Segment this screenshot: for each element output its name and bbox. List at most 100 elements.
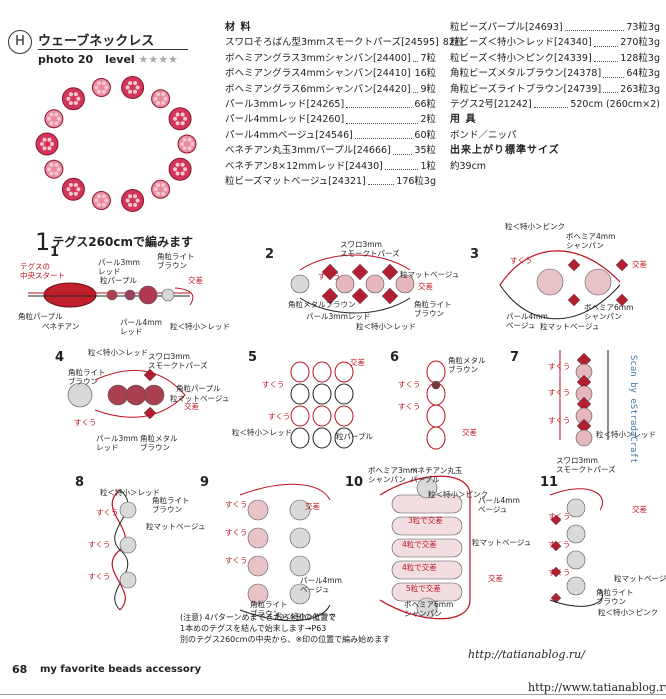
material-qty: 1粒: [420, 160, 436, 172]
swarovski-bead: [381, 263, 399, 281]
necklace-seed-bead: [54, 162, 59, 167]
thread-loop: [426, 360, 446, 384]
label-cross: 交差: [305, 502, 320, 511]
swarovski-bead: [550, 540, 562, 552]
label-scoop: すくう: [74, 418, 97, 427]
necklace-seed-bead: [76, 96, 81, 101]
necklace-seed-bead: [190, 142, 194, 146]
leader-dots: [533, 97, 569, 109]
thread-path: [299, 254, 411, 271]
leader-dots: [593, 51, 619, 63]
thread-path: [499, 284, 621, 320]
pattern-badge: H: [8, 30, 32, 54]
bead: [138, 285, 158, 305]
material-name: パール4mmレッド[24260]: [225, 114, 345, 126]
necklace-bead: [44, 109, 64, 129]
page-title: ウェーブネックレス: [38, 34, 155, 49]
scan-watermark: Scan by eStradaCraft: [628, 355, 638, 464]
necklace-seed-bead: [46, 167, 51, 172]
material-qty: 128粒3g: [620, 52, 660, 64]
label-scoop: すくう: [548, 416, 571, 425]
label-scoop: すくう: [88, 540, 111, 549]
material-row: パール3mmレッド[24265]66粒: [225, 97, 436, 112]
blog-url-bottom[interactable]: http://www.tatianablog.ru/: [528, 681, 666, 694]
label-scoop: すくう: [548, 540, 571, 549]
label-scoop: すくう: [268, 412, 291, 421]
label-kaku-light-brown: 角粒ライト ブラウン: [152, 496, 190, 514]
material-row: パール4mmレッド[24260] 2粒: [225, 112, 436, 127]
bead: [575, 429, 593, 447]
material-qty: 7粒: [420, 52, 436, 64]
swarovski-bead: [321, 287, 339, 305]
necklace-seed-bead: [73, 183, 78, 187]
thread-path: [379, 475, 471, 620]
necklace-seed-bead: [42, 137, 47, 142]
label-bohemian6: ボヘミア6mm シャンパン: [404, 600, 454, 618]
material-qty: 2粒: [420, 114, 436, 126]
step-number: 4: [55, 350, 65, 365]
necklace-seed-bead: [175, 112, 180, 117]
necklace-seed-bead: [180, 162, 185, 167]
necklace-seed-bead: [56, 116, 61, 121]
bead: [161, 288, 175, 302]
bead: [566, 524, 586, 544]
bead: [247, 527, 269, 549]
bead: [566, 576, 586, 596]
material-row: ボヘミアングラス3mmシャンパン[24400] 7粒: [225, 51, 436, 66]
size-text: 約39cm: [450, 160, 487, 172]
bead: [107, 384, 129, 406]
necklace-seed-bead: [49, 121, 54, 126]
label-pearl4-red: パール4mm レッド: [120, 318, 162, 336]
swarovski-bead: [351, 263, 369, 281]
label-cross: 交差: [632, 260, 647, 269]
necklace-bead: [91, 78, 111, 97]
label-swarovski: スワロ3mm スモークトパーズ: [340, 240, 400, 258]
step-number: 6: [390, 350, 400, 365]
swarovski-bead: [143, 368, 157, 382]
material-name: ボヘミアングラス3mmシャンパン[24400]: [225, 52, 411, 64]
photo-level: photo 20 level ★★★★: [38, 53, 178, 66]
leader-dots: [346, 112, 419, 124]
label-tsubu-matte: 粒マットベージュ: [540, 322, 600, 331]
label-tsubu-pink: 粒＜特小＞ピンク: [276, 612, 336, 621]
leader-dots: [564, 20, 625, 32]
necklace-seed-bead: [50, 142, 54, 146]
material-row: ボヘミアングラス4mmシャンパン[24410]16粒: [225, 66, 436, 81]
necklace-seed-bead: [180, 171, 185, 176]
necklace-photo: [28, 68, 206, 218]
photo-ref: photo 20: [38, 53, 94, 66]
material-row: 角粒ビーズライトブラウン[24739]263粒3g: [450, 82, 660, 97]
necklace-seed-bead: [133, 81, 138, 86]
step-number: 11: [540, 475, 559, 490]
blog-url[interactable]: http://tatianablog.ru/: [468, 648, 585, 661]
necklace-seed-bead: [135, 85, 140, 90]
material-name: パール3mmレッド[24265]: [225, 99, 345, 111]
label-swarovski: スワロ3mm スモークトパーズ: [148, 352, 208, 370]
label-cross: 交差: [462, 428, 477, 437]
label-kaku-purple: 角粒パープル: [18, 312, 63, 321]
necklace-seed-bead: [40, 142, 44, 146]
bead: [119, 536, 137, 554]
necklace-seed-bead: [66, 187, 71, 192]
leader-dots: [603, 66, 625, 78]
label-kaku-purple: 角粒パープル: [176, 384, 221, 393]
necklace-seed-bead: [96, 202, 101, 207]
leader-dots: [346, 97, 413, 109]
step-number: 5: [248, 350, 258, 365]
material-row: パール4mmベージュ[24546]60粒: [225, 128, 436, 143]
label-tsubu-pink: 粒＜特小＞ピンク: [505, 222, 565, 231]
tools-text: ボンド／ニッパ: [450, 129, 517, 141]
label-center-start: テグスの 中央スタート: [20, 262, 65, 280]
material-name: ボヘミアングラス4mmシャンパン[24410]: [225, 68, 411, 80]
necklace-seed-bead: [73, 101, 78, 105]
note-line-2: 1本めのテグスを結んで始末します→P63: [180, 624, 327, 633]
label-pearl4-beige: パール4mm ベージュ: [506, 312, 548, 330]
step1-number: 1: [35, 228, 51, 256]
swarovski-bead: [321, 263, 339, 281]
material-qty: 60粒: [414, 129, 436, 141]
thread-loop: [312, 405, 332, 427]
label-bohemian6: ボヘミア6mm シャンパン: [584, 303, 634, 321]
necklace-seed-bead: [101, 194, 106, 199]
